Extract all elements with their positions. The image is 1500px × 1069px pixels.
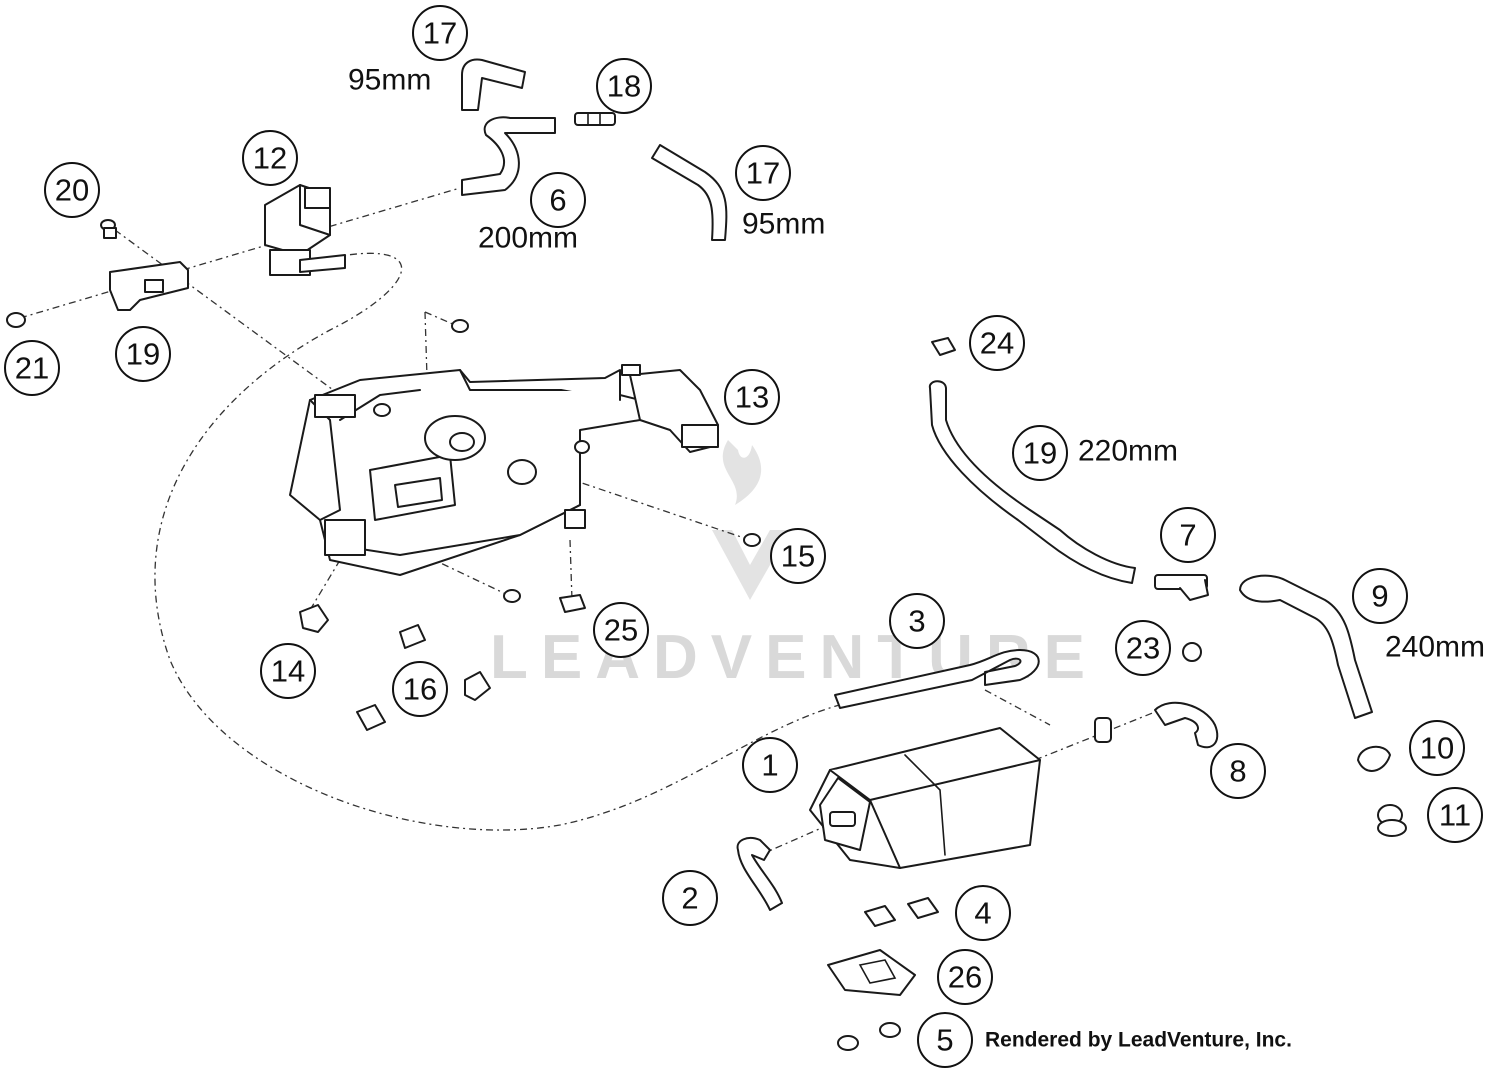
length-labels: 95mm 95mm 200mm 220mm 240mm	[348, 64, 1485, 664]
callout-label: 7	[1179, 518, 1196, 553]
callout-4: 4	[955, 885, 1011, 941]
callout-label: 17	[746, 156, 780, 191]
callout-26: 26	[937, 949, 993, 1005]
hose-9	[1239, 574, 1373, 719]
callout-15: 15	[770, 528, 826, 584]
credit-text: Rendered by LeadVenture, Inc.	[985, 1029, 1292, 1052]
length-19: 220mm	[1078, 435, 1178, 468]
length-17-right: 95mm	[742, 208, 825, 241]
callout-25: 25	[593, 602, 649, 658]
screws-5	[837, 1022, 901, 1051]
callout-24: 24	[969, 315, 1025, 371]
callouts: 17 18 17 12 20 6 21 19 24 13 19 7 15 9 3…	[4, 5, 1483, 1068]
callout-11: 11	[1427, 787, 1483, 843]
callout-label: 16	[403, 672, 437, 707]
callout-label: 2	[681, 881, 698, 916]
clips-4	[864, 897, 939, 927]
callout-20: 19	[115, 326, 171, 382]
callout-8: 8	[1210, 743, 1266, 799]
callout-label: 8	[1229, 754, 1246, 789]
hose-6	[461, 116, 556, 196]
callout-6: 6	[530, 172, 586, 228]
callout-label: 11	[1439, 798, 1471, 833]
callout-10: 10	[1409, 720, 1465, 776]
callout-label: 3	[908, 604, 925, 639]
callout-18: 18	[596, 58, 652, 114]
callout-label: 9	[1371, 579, 1388, 614]
bracket-26	[827, 949, 916, 996]
hose-8	[1094, 701, 1219, 749]
connector-13	[621, 364, 719, 453]
callout-21: 20	[44, 162, 100, 218]
fitting-7	[1154, 574, 1209, 601]
callout-label: 14	[271, 654, 305, 689]
callout-22: 21	[4, 340, 60, 396]
nuts-16	[356, 624, 491, 731]
callout-9: 9	[1352, 568, 1408, 624]
clamp-24	[931, 337, 956, 356]
callout-1: 1	[742, 737, 798, 793]
callout-label: 19	[126, 337, 160, 372]
hose-3	[834, 649, 1040, 709]
callout-label: 20	[55, 173, 89, 208]
callout-12: 12	[242, 130, 298, 186]
callout-label: 21	[15, 351, 49, 386]
solenoid-valve-12	[264, 184, 346, 276]
callout-label: 12	[253, 141, 287, 176]
hose-19	[928, 380, 1136, 584]
callout-label: 18	[607, 69, 641, 104]
callout-2: 2	[662, 870, 718, 926]
clip-25	[559, 594, 586, 613]
callout-14: 14	[260, 643, 316, 699]
nut-22	[6, 312, 26, 328]
callout-7: 7	[1160, 507, 1216, 563]
callout-label: 15	[781, 539, 815, 574]
screw-21	[100, 219, 117, 239]
bracket-20	[109, 261, 189, 311]
screws-assembly	[451, 319, 761, 603]
callout-label: 19	[1023, 436, 1057, 471]
callout-17-right: 17	[735, 145, 791, 201]
callout-23: 23	[1115, 620, 1171, 676]
callout-5: 5	[917, 1012, 973, 1068]
hose-17-top	[461, 58, 526, 111]
callout-label: 25	[604, 613, 638, 648]
callout-label: 10	[1420, 731, 1454, 766]
callout-label: 26	[948, 960, 982, 995]
hose-17-right	[651, 144, 728, 241]
grommet-11	[1377, 804, 1407, 837]
callout-label: 1	[761, 748, 778, 783]
callout-17-top: 17	[412, 5, 468, 61]
clip-14	[299, 604, 329, 633]
clamp-23	[1182, 642, 1202, 662]
callout-label: 6	[549, 183, 566, 218]
callout-label: 23	[1126, 631, 1160, 666]
tank-bracket-assembly	[289, 369, 641, 576]
callout-label: 13	[735, 380, 769, 415]
clamp-10	[1357, 745, 1391, 772]
length-6: 200mm	[478, 222, 578, 255]
callout-16: 16	[392, 661, 448, 717]
callout-3: 3	[889, 593, 945, 649]
canister-1	[809, 727, 1041, 869]
length-9: 240mm	[1385, 631, 1485, 664]
callout-label: 5	[936, 1023, 953, 1058]
hose-2	[736, 837, 783, 911]
callout-label: 4	[974, 896, 991, 931]
callout-label: 24	[980, 326, 1014, 361]
fitting-18	[574, 112, 616, 126]
length-17-top: 95mm	[348, 64, 431, 97]
callout-label: 17	[423, 16, 457, 51]
callout-13: 13	[724, 369, 780, 425]
routing-line	[154, 252, 861, 831]
callout-19: 19	[1012, 425, 1068, 481]
